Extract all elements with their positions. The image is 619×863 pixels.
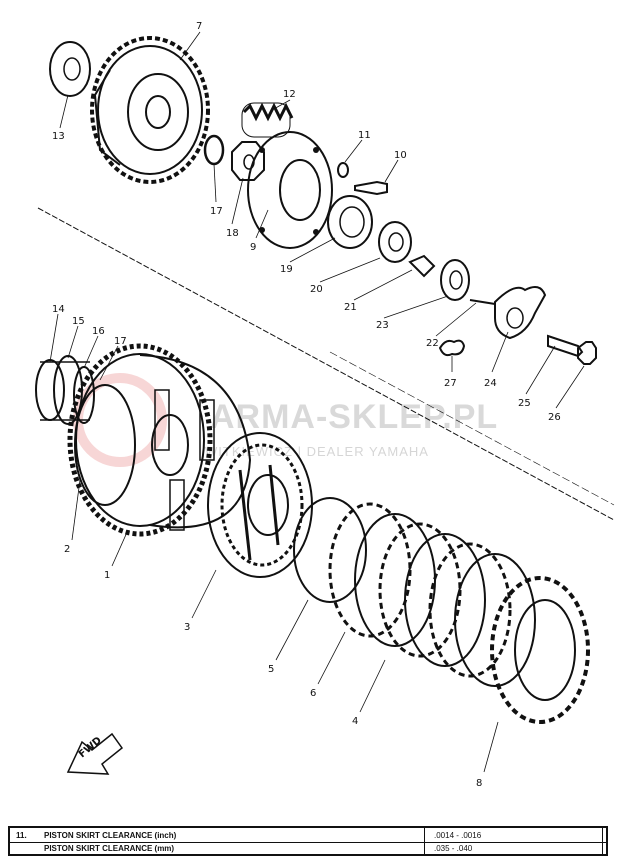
part-nut-19 bbox=[231, 141, 265, 181]
part-clutch-housing-1 bbox=[67, 343, 252, 537]
part-washer-24 bbox=[440, 259, 470, 301]
part-bolt-26 bbox=[547, 334, 584, 358]
callout-5: 5 bbox=[268, 664, 274, 675]
callout-26: 25 bbox=[518, 398, 531, 409]
fwd-label: FWD bbox=[77, 735, 104, 760]
watermark: ARMA-SKLEP.PL WITKIEWICZ | DEALER YAMAHA bbox=[73, 373, 498, 467]
part-pin-23 bbox=[469, 299, 496, 305]
spec-row-inch: 11. PISTON SKIRT CLEARANCE (inch) .0014 … bbox=[10, 829, 606, 843]
part-nut-27 bbox=[577, 341, 597, 365]
callout-8: 7 bbox=[196, 21, 202, 32]
callout-labels: 7 12 13 11 10 17 18 9 19 20 21 23 22 27 … bbox=[52, 21, 561, 789]
callout-13: 13 bbox=[52, 131, 65, 142]
part-washer-11 bbox=[337, 162, 349, 178]
spec-row-name: PISTON SKIRT CLEARANCE (inch) bbox=[44, 831, 177, 840]
axis-line bbox=[329, 351, 615, 506]
callout-15: 15 bbox=[72, 316, 85, 327]
part-spring-12 bbox=[241, 102, 294, 138]
callout-27: 26 bbox=[548, 412, 561, 423]
callout-16: 16 bbox=[92, 326, 105, 337]
callout-22: 21 bbox=[344, 302, 357, 313]
callout-9: 9 bbox=[250, 242, 256, 253]
callout-10: 10 bbox=[394, 150, 407, 161]
callout-25: 24 bbox=[484, 378, 497, 389]
part-bearing-cup-20 bbox=[327, 195, 373, 249]
callout-18: 17 bbox=[210, 206, 223, 217]
callout-20: 19 bbox=[280, 264, 293, 275]
fwd-arrow-icon: FWD bbox=[66, 732, 124, 775]
spec-row-name: PISTON SKIRT CLEARANCE (mm) bbox=[44, 844, 175, 853]
watermark-main: ARMA-SKLEP.PL bbox=[210, 398, 498, 436]
callout-17: 17 bbox=[114, 336, 127, 347]
part-screw-10 bbox=[354, 180, 388, 196]
part-circlip-5 bbox=[293, 497, 367, 603]
part-friction-plates-6 bbox=[328, 502, 536, 687]
spec-row-value: .0014 - .0016 bbox=[434, 831, 482, 840]
spec-row-number: 11. bbox=[16, 831, 27, 840]
part-bearing-21 bbox=[378, 221, 412, 263]
leader-lines bbox=[49, 31, 585, 773]
spec-divider bbox=[602, 828, 603, 856]
part-clip-28 bbox=[438, 339, 466, 357]
spec-row-mm: PISTON SKIRT CLEARANCE (mm) .035 - .040 bbox=[10, 842, 606, 855]
callout-21: 20 bbox=[310, 284, 323, 295]
callout-19: 18 bbox=[226, 228, 239, 239]
callout-3: 3 bbox=[184, 622, 190, 633]
callout-23: 22 bbox=[426, 338, 439, 349]
spec-row-value: .035 - .040 bbox=[434, 844, 473, 853]
callout-2: 2 bbox=[64, 544, 70, 555]
callout-7: 8 bbox=[476, 778, 482, 789]
part-primary-gear-8 bbox=[90, 36, 210, 184]
callout-1: 1 bbox=[104, 570, 110, 581]
callout-28: 27 bbox=[444, 378, 457, 389]
callout-14: 14 bbox=[52, 304, 65, 315]
part-rod-end-22 bbox=[408, 254, 436, 278]
part-pressure-plate-9 bbox=[247, 131, 333, 249]
part-lever-25 bbox=[494, 285, 547, 340]
part-ring-18 bbox=[203, 134, 225, 166]
spec-table: 11. PISTON SKIRT CLEARANCE (inch) .0014 … bbox=[8, 826, 608, 856]
callout-12: 12 bbox=[283, 89, 296, 100]
callout-6: 6 bbox=[310, 688, 316, 699]
separator-line bbox=[37, 207, 615, 521]
watermark-sub: WITKIEWICZ | DEALER YAMAHA bbox=[205, 444, 429, 459]
callout-11: 11 bbox=[358, 130, 371, 141]
part-clutch-plate-7 bbox=[490, 576, 590, 724]
callout-24: 23 bbox=[376, 320, 389, 331]
part-washer-13 bbox=[49, 41, 91, 97]
callout-4: 4 bbox=[352, 716, 358, 727]
spec-divider bbox=[424, 828, 425, 856]
